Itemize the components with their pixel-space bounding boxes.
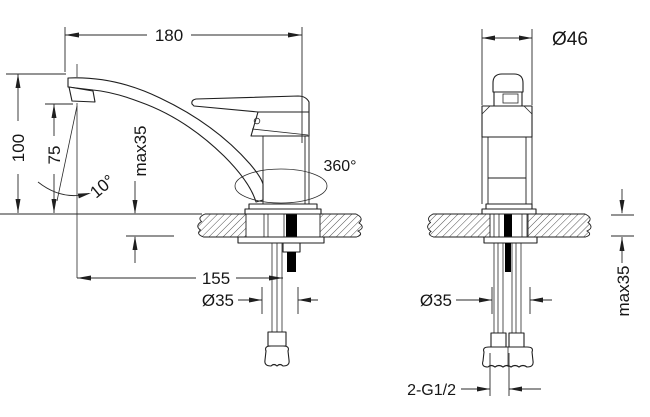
supply-hose bbox=[271, 243, 283, 332]
hose-fitting-1 bbox=[490, 332, 507, 348]
dim-base-diameter-left: Ø35 bbox=[202, 287, 318, 314]
dim-label-deck-thickness-right: max35 bbox=[614, 265, 633, 316]
dim-label-base-diameter-right: Ø35 bbox=[420, 291, 452, 310]
threaded-stud-front-lower bbox=[505, 243, 511, 272]
countertop-side-view bbox=[0, 213, 363, 238]
label-swivel-range: 360° bbox=[323, 158, 356, 175]
dim-label-hose-thread: 2-G1/2 bbox=[407, 382, 456, 399]
dim-base-diameter-right: Ø35 bbox=[420, 287, 552, 314]
dim-label-spout-angle: 10° bbox=[86, 171, 118, 202]
counter-hatch-left bbox=[197, 213, 247, 238]
faucet-front bbox=[481, 73, 537, 215]
body-column-front bbox=[481, 137, 533, 204]
threaded-stud-front bbox=[504, 214, 512, 237]
counter-hatch-right bbox=[319, 213, 363, 238]
hose-connector-nut bbox=[264, 345, 290, 367]
dim-deck-thickness-right: max35 bbox=[611, 189, 634, 317]
dim-label-cap-diameter: Ø46 bbox=[552, 29, 588, 50]
dim-cap-diameter: Ø46 bbox=[481, 29, 588, 105]
dim-label-outlet-height: 75 bbox=[45, 146, 64, 165]
front-view: Ø46 Ø35 max35 2-G1/2 bbox=[407, 29, 634, 399]
dim-outlet-height: 75 bbox=[45, 103, 73, 213]
supply-hose-1 bbox=[493, 243, 504, 333]
dim-overall-length: 180 bbox=[64, 26, 303, 143]
counter-hatch-front-left bbox=[427, 213, 491, 238]
base-ring-upper bbox=[248, 203, 318, 210]
dim-deck-thickness-left: max35 bbox=[126, 125, 174, 263]
base-ring-front-upper bbox=[485, 203, 533, 210]
spout-hub-front bbox=[481, 105, 533, 138]
handle-skirt-line bbox=[251, 128, 309, 136]
supply-hose-2 bbox=[511, 243, 522, 333]
hose-fitting-2 bbox=[508, 332, 525, 348]
base-ring-lower bbox=[244, 208, 322, 215]
dim-label-swivel-range: 360° bbox=[323, 158, 356, 175]
angle-ray bbox=[56, 105, 78, 202]
lever-front-section bbox=[502, 93, 519, 104]
mounting-nut bbox=[282, 242, 301, 253]
countertop-front-view bbox=[427, 213, 592, 238]
indicator-dot bbox=[253, 117, 261, 125]
side-view: 180 100 75 max35 10° 360 bbox=[0, 26, 363, 367]
under-counter-parts-front bbox=[482, 214, 538, 368]
mounting-shank-front bbox=[493, 214, 528, 237]
base-ring-front-lower bbox=[481, 208, 537, 215]
aerator bbox=[68, 86, 96, 103]
under-counter-parts-side bbox=[237, 214, 325, 367]
counter-hatch-front-right bbox=[527, 213, 592, 238]
mounting-shank-lines bbox=[263, 214, 285, 237]
threaded-stud-lower bbox=[287, 252, 296, 272]
dim-label-overall-height: 100 bbox=[9, 134, 28, 162]
dim-overall-height: 100 bbox=[6, 73, 66, 213]
dim-hose-thread: 2-G1/2 bbox=[407, 353, 541, 399]
hub-chamfer-lines bbox=[481, 105, 533, 115]
swivel-ellipse bbox=[234, 168, 328, 204]
dim-label-deck-thickness-left: max35 bbox=[131, 125, 150, 176]
hose-fitting bbox=[267, 331, 287, 347]
dim-label-overall-length: 180 bbox=[155, 26, 183, 45]
dim-spout-reach: 155 bbox=[77, 269, 283, 288]
mounting-washer-front bbox=[483, 236, 538, 244]
dim-label-spout-reach: 155 bbox=[202, 269, 230, 288]
mounting-washer bbox=[237, 236, 325, 244]
threaded-stud bbox=[286, 214, 297, 237]
faucet-side bbox=[67, 77, 328, 215]
handle-cap bbox=[492, 73, 524, 93]
dim-label-base-diameter-left: Ø35 bbox=[202, 291, 234, 310]
handle-lever bbox=[191, 95, 310, 113]
